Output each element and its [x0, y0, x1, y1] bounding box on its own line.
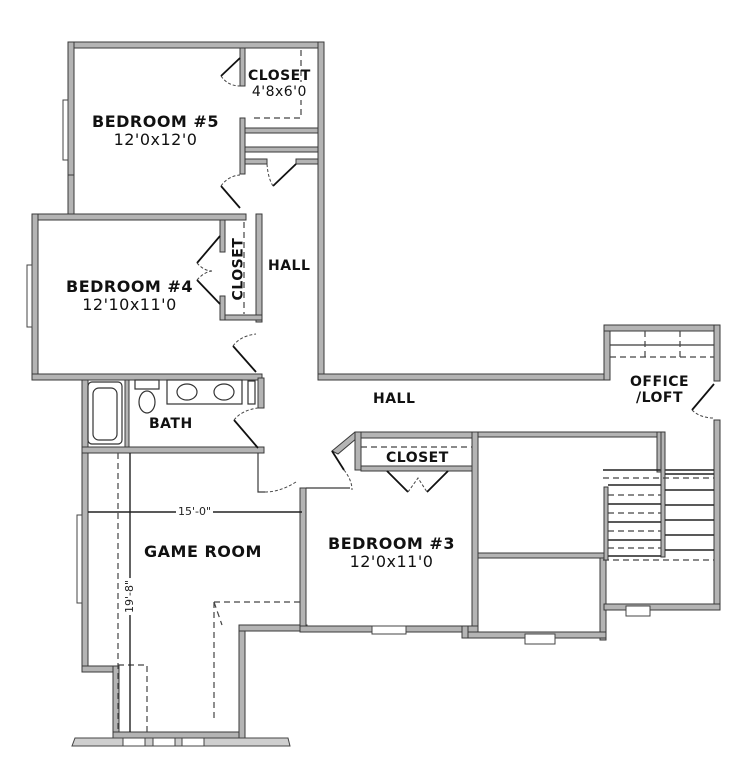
dimension-game-room-length: 19'-8"	[123, 577, 137, 616]
room-label-closet-4: CLOSET	[230, 238, 246, 301]
room-label-bedroom-4: BEDROOM #4 12'10x11'0	[66, 277, 193, 315]
room-dimensions: 12'10x11'0	[82, 295, 177, 315]
room-label-hall-lower: HALL	[373, 391, 415, 407]
room-dimensions: 12'0x11'0	[349, 552, 434, 572]
room-label-bedroom-3: BEDROOM #3 12'0x11'0	[328, 534, 455, 572]
room-label-game-room: GAME ROOM	[144, 542, 262, 561]
room-dimensions: 4'8x6'0	[251, 84, 307, 101]
room-dimensions: 12'0x12'0	[113, 130, 198, 150]
room-name: HALL	[373, 391, 416, 407]
room-name: GAME ROOM	[144, 542, 262, 561]
room-name: BATH	[149, 416, 193, 432]
game-room-walls	[71, 452, 308, 747]
room-label-bedroom-5: BEDROOM #5 12'0x12'0	[92, 112, 219, 150]
room-name: BEDROOM #5	[92, 112, 219, 131]
stairs	[603, 431, 721, 617]
bedroom-5-walls	[62, 41, 325, 375]
room-label-closet-5: CLOSET 4'8x6'0	[248, 68, 311, 100]
room-label-bath: BATH	[149, 416, 193, 432]
room-name: BEDROOM #3	[328, 534, 455, 553]
hall-walls	[317, 324, 721, 611]
room-label-closet-3: CLOSET	[386, 450, 449, 466]
room-label-office-loft: OFFICE /LOFT	[630, 374, 689, 406]
room-name: CLOSET	[230, 237, 247, 301]
room-name: BEDROOM #4	[66, 277, 193, 296]
room-name: HALL	[268, 258, 311, 274]
dimension-game-room-width: 15'-0"	[176, 505, 214, 518]
room-name: CLOSET	[248, 68, 311, 84]
bedroom-3-walls	[299, 431, 663, 645]
room-name-line-2: /LOFT	[636, 390, 684, 407]
room-name: OFFICE	[630, 374, 690, 390]
room-name: CLOSET	[386, 450, 449, 466]
room-label-hall-upper: HALL	[268, 258, 310, 274]
bath-walls	[81, 377, 265, 461]
